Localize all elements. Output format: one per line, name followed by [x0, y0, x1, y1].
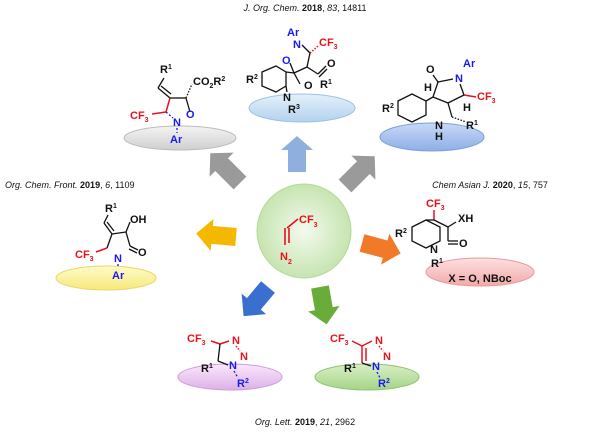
pad-pink	[425, 257, 535, 287]
product-pyrrolidinone: R1 OH O CF3 N Ar	[75, 203, 147, 282]
svg-text:R1: R1	[105, 203, 117, 215]
svg-text:R1: R1	[160, 64, 172, 76]
svg-text:CF3: CF3	[426, 198, 445, 212]
pad-light-blue	[248, 93, 356, 123]
svg-text:N: N	[430, 244, 438, 256]
arrow-right-icon	[359, 233, 401, 265]
svg-text:N: N	[240, 351, 248, 363]
svg-text:N: N	[435, 120, 443, 132]
svg-text:R1: R1	[320, 79, 332, 91]
svg-text:CF3: CF3	[319, 37, 338, 51]
reference-bottom: Org. Lett. 2019, 21, 2962	[255, 417, 355, 427]
arrow-left-icon	[196, 218, 237, 251]
svg-text:R1: R1	[466, 120, 478, 132]
svg-text:N: N	[375, 335, 383, 347]
svg-text:N: N	[283, 92, 291, 104]
svg-text:CF3: CF3	[75, 249, 94, 263]
reference-left: Org. Chem. Front. 2019, 6, 1109	[5, 180, 134, 190]
svg-text:CF3: CF3	[130, 110, 149, 124]
center-reagent: CF3 N2	[280, 214, 318, 266]
arrow-up-right-icon	[338, 155, 376, 193]
svg-text:Ar: Ar	[463, 58, 476, 70]
svg-text:N: N	[114, 253, 122, 265]
reference-top: J. Org. Chem. 2018, 83, 14811	[243, 3, 367, 13]
center-cf3: CF3	[299, 214, 318, 229]
pad-blue	[379, 122, 485, 152]
svg-text:O: O	[138, 247, 147, 259]
svg-text:N: N	[232, 335, 240, 347]
svg-text:Ar: Ar	[287, 27, 300, 39]
svg-text:OH: OH	[130, 214, 147, 226]
svg-text:R2: R2	[237, 378, 249, 390]
svg-text:O: O	[282, 55, 291, 67]
svg-text:O: O	[304, 80, 313, 92]
svg-text:Ar: Ar	[170, 134, 183, 146]
svg-text:R1: R1	[431, 258, 443, 270]
svg-text:R2: R2	[395, 228, 407, 240]
svg-text:R1: R1	[344, 363, 356, 375]
svg-text:N: N	[455, 73, 463, 85]
arrow-down-left-icon	[241, 281, 275, 317]
pad-purple	[177, 363, 283, 391]
svg-text:R2: R2	[378, 378, 390, 390]
quinolinone-condition: X = O, NBoc	[448, 273, 511, 285]
svg-text:N: N	[383, 351, 391, 363]
arrow-up-icon	[281, 136, 313, 172]
svg-text:O: O	[426, 64, 435, 76]
svg-text:O: O	[186, 109, 195, 121]
product-triazole: CF3 N N N R1 R2	[330, 333, 391, 390]
svg-text:H: H	[424, 82, 432, 94]
product-triazoline: CF3 N N N R1 R2	[187, 333, 249, 390]
svg-text:Ar: Ar	[112, 270, 125, 282]
svg-text:CO2R2: CO2R2	[193, 76, 225, 90]
arrow-down-icon	[308, 285, 340, 325]
arrow-up-left-icon	[209, 152, 247, 190]
svg-text:N: N	[372, 361, 380, 373]
product-spirooxindole: Ar N CF3 O O R1 R2 O N R3	[246, 27, 338, 116]
product-isoxazolidine: R1 CO2R2 CF3 N O Ar	[130, 64, 225, 146]
svg-text:R3: R3	[288, 104, 300, 116]
svg-text:CF3: CF3	[187, 333, 206, 347]
reference-right: Chem Asian J. 2020, 15, 757	[432, 180, 548, 190]
center-n2: N2	[280, 251, 292, 266]
pad-green	[314, 363, 420, 391]
svg-text:CF3: CF3	[477, 91, 496, 105]
svg-text:CF3: CF3	[330, 333, 349, 347]
svg-text:N: N	[229, 360, 237, 372]
center-circle	[256, 183, 352, 279]
svg-text:R2: R2	[246, 74, 258, 86]
svg-text:R2: R2	[382, 103, 394, 115]
svg-text:H: H	[435, 131, 443, 143]
svg-text:N: N	[173, 117, 181, 129]
product-pyrroloquinoline: O N Ar CF3 H H R2 N H R1	[382, 58, 496, 143]
svg-text:XH: XH	[458, 213, 473, 225]
svg-text:N: N	[293, 39, 301, 51]
svg-text:O: O	[327, 58, 336, 70]
svg-text:H: H	[463, 102, 471, 114]
pad-yellow	[55, 265, 157, 291]
svg-text:R1: R1	[201, 363, 213, 375]
pad-gray	[123, 125, 237, 151]
product-quinolinone: CF3 XH O N R2 R1 X = O, NBoc	[395, 198, 512, 285]
svg-text:O: O	[459, 238, 468, 250]
